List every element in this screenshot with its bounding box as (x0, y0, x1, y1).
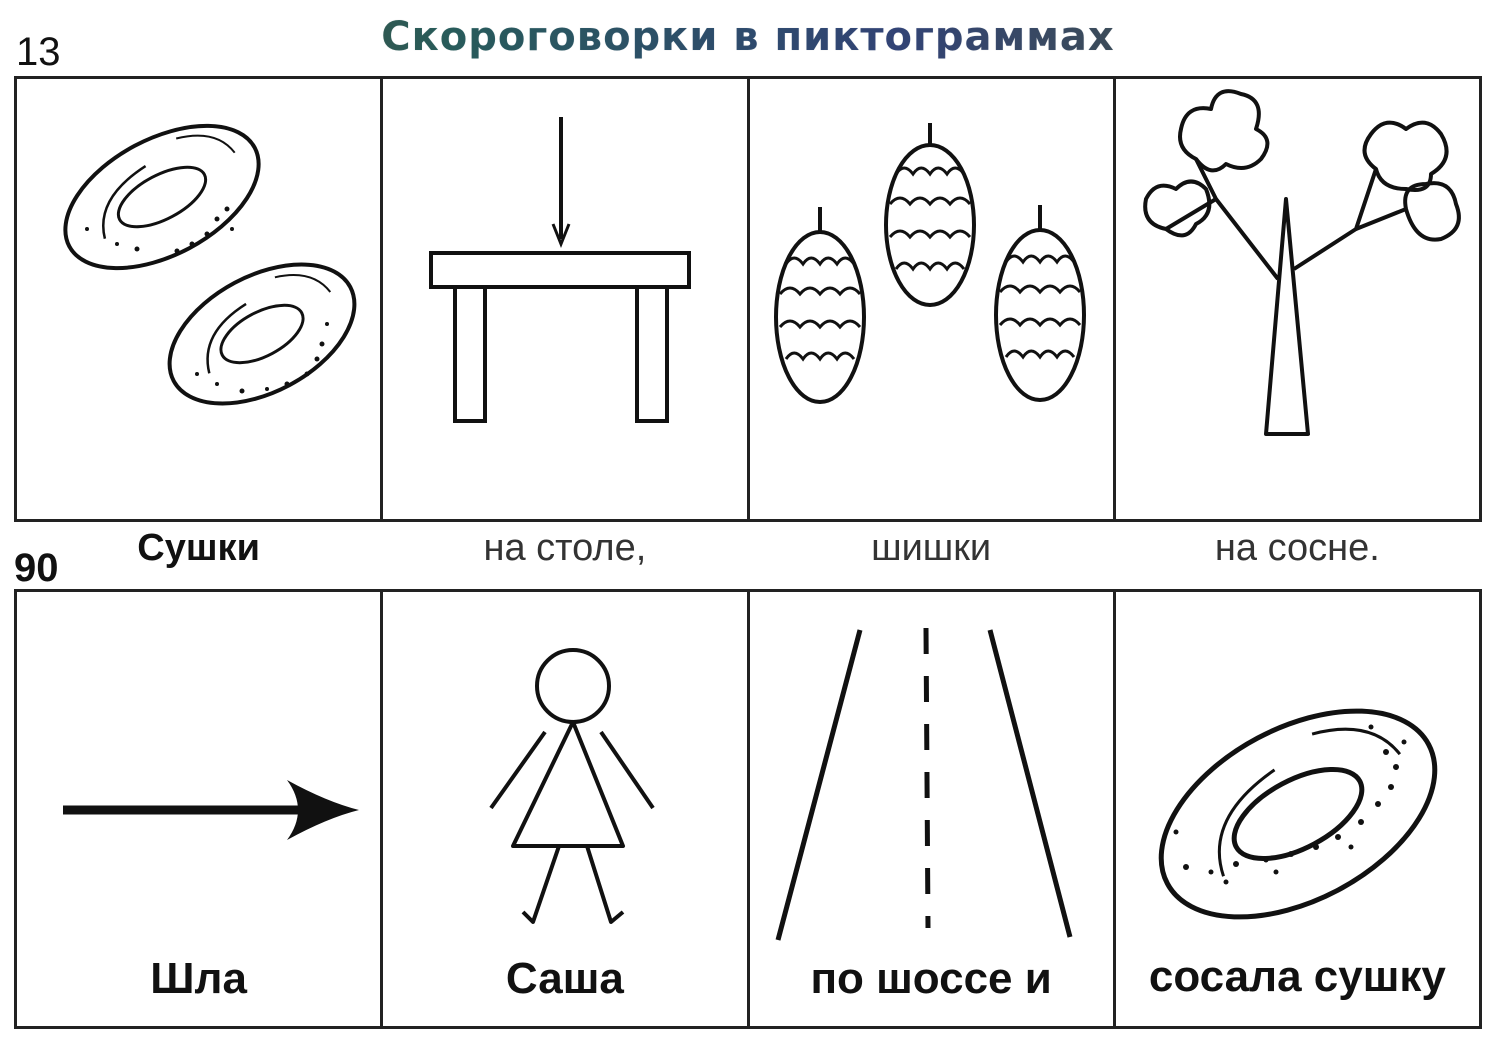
bagel-icon (1158, 708, 1438, 920)
page-title: Скороговорки в пиктограммах (0, 14, 1496, 60)
twister-number: 13 (16, 30, 61, 74)
pictogram-card: Саша (383, 592, 750, 1026)
pictogram-row: Шла Саша по шоссе и (14, 589, 1482, 1029)
pictogram-card: Шла (17, 592, 384, 1026)
card-caption: Сушки (137, 527, 260, 569)
pictogram-row: Сушки на столе, (14, 76, 1482, 569)
road-icon (775, 627, 1072, 941)
pictogram-card: шишки (750, 79, 1116, 569)
pictogram-card: на столе, (383, 79, 750, 569)
pictogram-card: по шоссе и (750, 592, 1116, 1026)
card-caption: на сосне. (1214, 527, 1380, 569)
arrow-right-icon (63, 780, 359, 840)
table-icon (429, 117, 692, 423)
pictogram-card: сосала сушку (1116, 592, 1479, 1026)
card-caption: сосала сушку (1148, 952, 1446, 1001)
tree-icon (1142, 89, 1461, 436)
pictogram-card: Сушки (17, 79, 384, 569)
card-caption: шишки (871, 527, 992, 569)
pictogram-card: на сосне. (1116, 79, 1479, 569)
card-caption: Шла (150, 954, 247, 1003)
twister-number: 90 (14, 546, 59, 590)
pine-cones-icon (773, 123, 1086, 404)
bagels-icon (63, 123, 357, 406)
card-caption: по шоссе и (810, 954, 1052, 1003)
card-caption: Саша (505, 954, 624, 1003)
card-caption: на столе, (483, 527, 647, 569)
girl-figure-icon (489, 648, 655, 924)
